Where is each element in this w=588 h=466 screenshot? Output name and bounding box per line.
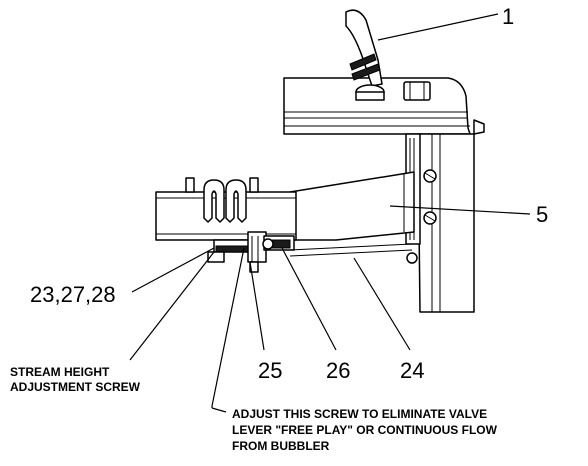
leader-5 xyxy=(389,205,531,215)
leader-stream-height xyxy=(129,251,215,361)
leader-24 xyxy=(353,257,411,351)
callout-25: 25 xyxy=(258,358,282,383)
leader-adjust-screw-hook xyxy=(211,407,227,413)
leader-26 xyxy=(281,247,337,351)
note-stream-height-line1: STREAM HEIGHT xyxy=(10,365,110,379)
note-stream-height-line2: ADJUSTMENT SCREW xyxy=(10,380,141,394)
leader-adjust-screw xyxy=(211,247,245,408)
upper-housing xyxy=(283,77,485,135)
valve-lever xyxy=(345,9,385,101)
leader-lines xyxy=(129,13,531,413)
support-post xyxy=(405,133,475,313)
callout-1: 1 xyxy=(502,4,514,29)
leader-23-27-28 xyxy=(131,247,215,293)
callout-23-27-28: 23,27,28 xyxy=(30,282,116,307)
tube-clips xyxy=(203,179,247,223)
leader-25 xyxy=(249,261,265,351)
leader-1 xyxy=(377,13,499,41)
callout-26: 26 xyxy=(326,358,350,383)
callout-5: 5 xyxy=(536,202,548,227)
note-adjust-line1: ADJUST THIS SCREW TO ELIMINATE VALVE xyxy=(232,407,487,421)
note-adjust-line2: LEVER "FREE PLAY" OR CONTINUOUS FLOW xyxy=(232,423,498,437)
note-adjust-line3: FROM BUBBLER xyxy=(232,439,330,453)
valve-underside xyxy=(207,231,413,273)
callout-24: 24 xyxy=(400,358,424,383)
mounting-screws xyxy=(406,169,437,264)
